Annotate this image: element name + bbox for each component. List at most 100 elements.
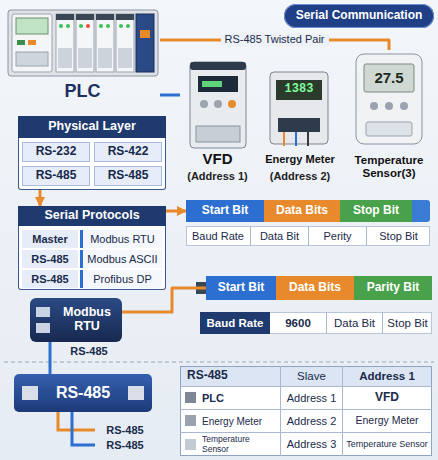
label-text: RS-422: [108, 145, 149, 158]
port: [128, 386, 144, 400]
label-text: Temperature Sensor(3): [345, 154, 433, 179]
label-text: VFD: [375, 391, 399, 404]
setting-field: Baud Rate: [200, 312, 270, 334]
connector: [160, 94, 180, 97]
setting-field: Data Bit: [250, 226, 308, 246]
port: [36, 323, 50, 333]
protocol-cell: Modbus RTU: [80, 230, 162, 248]
label-text: Serial Communication: [296, 9, 423, 22]
label-text: Master: [32, 233, 67, 245]
table-rule: [180, 409, 432, 410]
modbus-gateway: Modbus RTU: [30, 298, 122, 342]
label-text: RS-485: [187, 369, 228, 382]
cable-label: RS-485: [98, 423, 152, 438]
address-table: RS-485SlaveAddress 1PLCAddress 1VFDEnerg…: [180, 366, 432, 456]
label-text: (Address 2): [270, 170, 331, 182]
settings-band: Baud Rate Data Bit Perity Stop Bit: [186, 226, 430, 246]
energy-meter-drawing: [270, 72, 328, 146]
device-address: (Address 1): [180, 168, 255, 184]
port: [22, 386, 38, 400]
layer-cell: RS-485: [94, 166, 162, 186]
label-text: RS-485: [106, 439, 143, 451]
label-text: RS-485: [108, 169, 149, 182]
frame-field: Start Bit: [206, 276, 276, 300]
rs485-converter: RS-485: [14, 374, 152, 412]
label-text: Address 2: [287, 415, 337, 427]
label-text: Energy Meter: [355, 415, 418, 427]
table-rule: [180, 432, 432, 433]
label-text: Perity: [323, 230, 351, 242]
label-text: RS-485: [31, 253, 68, 265]
device-label: VFD: [180, 150, 255, 168]
label-text: RS-485: [70, 345, 107, 357]
plc-unit: PLC: [5, 5, 160, 103]
connector: [49, 342, 52, 374]
device-address: (Address 2): [260, 168, 340, 184]
table-cell: Energy Meter: [343, 410, 431, 432]
label-text: PLC: [65, 82, 101, 102]
frame-field: Data Bits: [276, 276, 354, 300]
label-text: Stop Bit: [353, 204, 399, 217]
label-text: Profibus DP: [93, 273, 152, 285]
table-cell: PLC: [199, 387, 279, 409]
label-text: Slave: [297, 370, 326, 383]
label-text: VFD: [203, 151, 233, 168]
display-reading: 27.5: [366, 66, 412, 90]
table-cell: Address 1: [343, 366, 431, 386]
frame-bar: Start Bit Data Bits Stop Bit: [186, 200, 430, 222]
label-text: Baud Rate: [207, 317, 264, 330]
frame-field: Data Bits: [264, 200, 340, 222]
protocol-cell: Modbus ASCII: [80, 250, 162, 268]
frame-bar: Start Bit Data Bits Parity Bit: [206, 276, 432, 300]
cable-label: RS-485: [62, 344, 116, 359]
device-label: Energy Meter: [260, 150, 340, 168]
label-text: Energy Meter: [202, 416, 262, 427]
label-text: Temperature Sensor: [202, 435, 276, 454]
label-text: Serial Protocols: [44, 209, 139, 223]
protocol-cell: RS-485: [22, 250, 78, 268]
setting-value: 9600: [270, 312, 326, 334]
frame-field: Start Bit: [186, 200, 264, 222]
cable-label: RS-485: [98, 438, 152, 453]
edge-label: RS-485 Twisted Pair: [220, 33, 328, 46]
label-text: Stop Bit: [379, 230, 418, 242]
pill-title: Serial Communication: [284, 4, 434, 28]
cable: [72, 412, 95, 445]
label-text: RS-485: [36, 169, 77, 182]
frame-field: Parity Bit: [354, 276, 432, 300]
label-text: RS-485: [106, 424, 143, 436]
table-cell: Address 2: [281, 410, 342, 432]
label-text: 27.5: [374, 70, 403, 87]
table-cell: RS-485: [184, 366, 278, 386]
connector: [166, 210, 186, 213]
label-text: PLC: [202, 392, 224, 404]
setting-field: Baud Rate: [186, 226, 250, 246]
label-text: Address 3: [287, 438, 337, 450]
table-cell: Temperature Sensor: [343, 433, 431, 456]
table-rule: [280, 366, 281, 456]
label-text: Parity Bit: [367, 281, 420, 294]
plc-drawing: [8, 10, 158, 76]
protocol-cell: RS-485: [22, 270, 78, 288]
label-text: 9600: [285, 317, 311, 330]
table-rule: [342, 366, 343, 456]
frame-field: Stop Bit: [340, 200, 412, 222]
layer-cell: RS-422: [94, 142, 162, 162]
table-cell: Address 3: [281, 433, 342, 456]
label-text: Modbus RTU: [90, 233, 155, 245]
table-cell: Address 1: [281, 387, 342, 409]
connector: [39, 190, 42, 206]
display-reading: 1383: [277, 81, 321, 99]
label-text: Start Bit: [202, 204, 249, 217]
vfd-drawing: [190, 62, 246, 148]
label-text: Modbus ASCII: [87, 253, 157, 265]
label-text: Energy Meter: [265, 153, 335, 165]
settings-band: Baud Rate9600Data BitStop Bit: [200, 312, 432, 334]
table-cell: VFD: [343, 387, 431, 409]
label-text: Data Bits: [289, 281, 341, 294]
label-text: Data Bit: [260, 230, 299, 242]
serial-protocols-panel: Serial ProtocolsMaster Modbus RTU RS-485 Mo…: [18, 206, 166, 290]
label-text: Temperature Sensor: [346, 440, 428, 450]
label-text: RS-485: [31, 273, 68, 285]
